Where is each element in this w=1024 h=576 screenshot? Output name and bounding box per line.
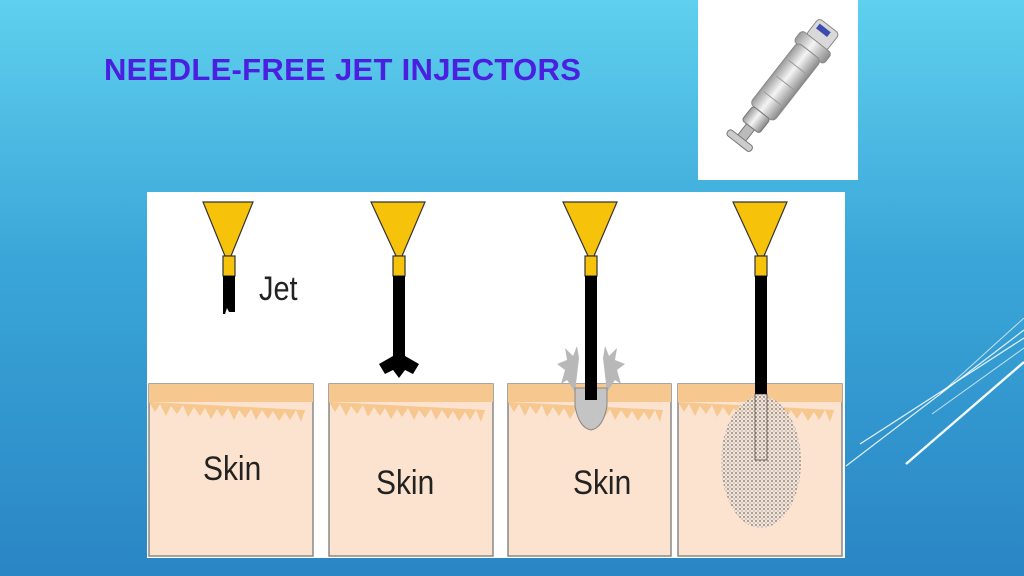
dispersion-cloud <box>721 396 801 528</box>
jet-stream-1 <box>223 276 235 314</box>
splash-left <box>557 346 579 392</box>
injector-device-icon <box>726 19 839 152</box>
nozzle-3 <box>562 201 618 277</box>
nozzle-4 <box>732 201 788 277</box>
jet-stream-3 <box>585 276 597 400</box>
skin-block-1 <box>148 383 314 557</box>
skin-block-2 <box>328 383 494 557</box>
jet-dispersing <box>754 393 768 461</box>
jet-label: Jet <box>259 270 298 308</box>
skin-label-2: Skin <box>376 464 435 502</box>
injector-photo <box>698 0 858 180</box>
skin-label-1: Skin <box>203 450 262 488</box>
splash-right <box>603 346 625 392</box>
decorative-lines <box>845 318 1024 467</box>
skin-label-3: Skin <box>573 464 632 502</box>
jet-stream-2 <box>379 276 419 378</box>
slide-title: NEEDLE-FREE JET INJECTORS <box>104 52 582 87</box>
nozzle-2 <box>370 201 426 277</box>
penetration-pocket <box>574 387 608 431</box>
jet-injection-diagram: Jet Skin Skin Skin <box>147 192 845 558</box>
nozzle-1 <box>202 201 254 277</box>
jet-stream-4 <box>755 276 767 394</box>
